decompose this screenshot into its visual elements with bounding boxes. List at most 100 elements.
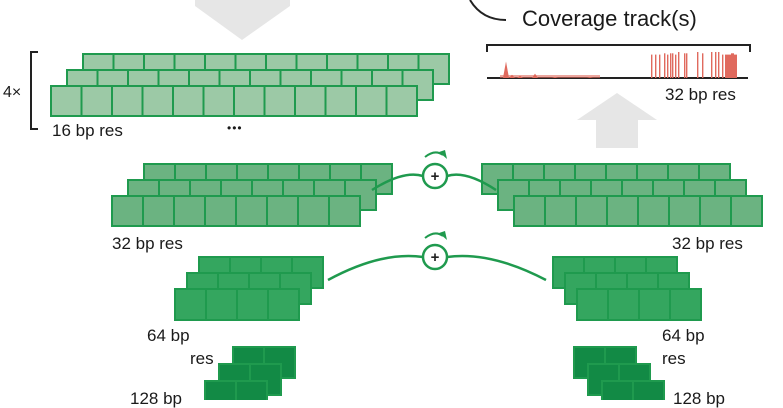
block-cell <box>601 380 634 400</box>
skip-connection-line <box>446 173 497 192</box>
block-cell <box>236 288 269 321</box>
block-cell <box>730 195 763 227</box>
res64-left-block-stack-layer <box>174 288 300 321</box>
down-arrow-icon <box>195 0 290 40</box>
res16-block-stack <box>50 53 450 117</box>
skip-connection-line <box>327 254 424 282</box>
coverage-peak <box>659 54 661 78</box>
block-cell <box>576 288 609 321</box>
block-cell <box>202 85 235 117</box>
block-cell <box>233 85 266 117</box>
coverage-peak <box>678 52 680 78</box>
add-node-icon <box>421 243 449 271</box>
block-cell <box>607 288 640 321</box>
coverage-peak <box>722 54 724 78</box>
block-cell <box>50 85 83 117</box>
res32-right-block-stack-layer <box>513 195 763 227</box>
res128-left-block-stack-layer <box>204 380 268 400</box>
block-cell <box>173 195 206 227</box>
res64-left-label-2: res <box>190 349 214 368</box>
track-bracket <box>486 44 751 52</box>
skip-connection-line <box>446 254 547 282</box>
coverage-peak <box>702 53 704 78</box>
block-cell <box>632 380 665 400</box>
res128-right-label: 128 bp <box>673 389 725 408</box>
block-cell <box>669 288 702 321</box>
res16-label: 16 bp res <box>52 121 123 140</box>
coverage-peak <box>718 52 720 78</box>
res64-right-label: 64 bp <box>662 326 705 345</box>
block-cell <box>204 195 237 227</box>
block-cell <box>297 195 330 227</box>
coverage-peak <box>725 54 728 78</box>
coverage-peak <box>731 53 734 78</box>
block-cell <box>205 288 238 321</box>
coverage-peak <box>672 53 674 78</box>
plus-icon: + <box>431 249 440 266</box>
res32-right-block-stack <box>481 163 763 227</box>
res64-right-label-2: res <box>662 349 686 368</box>
res128-right-block-stack-layer <box>601 380 665 400</box>
coverage-peak <box>670 53 672 78</box>
block-cell <box>111 195 144 227</box>
res128-left-block-stack <box>204 346 296 400</box>
block-cell <box>513 195 546 227</box>
block-cell <box>385 85 418 117</box>
block-cell <box>263 85 296 117</box>
block-cell <box>606 195 639 227</box>
ellipsis: ••• <box>227 121 243 135</box>
coverage-title: Coverage track(s) <box>522 6 697 31</box>
block-cell <box>142 195 175 227</box>
block-cell <box>267 288 300 321</box>
block-cell <box>324 85 357 117</box>
block-cell <box>638 288 671 321</box>
coverage-peak <box>655 54 657 78</box>
coverage-baseline-signal <box>500 75 600 78</box>
coverage-peak <box>664 53 666 78</box>
block-cell <box>668 195 701 227</box>
res32-left-block-stack-layer <box>111 195 361 227</box>
coverage-peak <box>667 54 669 78</box>
block-cell <box>235 195 268 227</box>
res64-left-label: 64 bp <box>147 326 190 345</box>
coverage-res-label: 32 bp res <box>665 85 736 104</box>
res64-left-block-stack <box>174 256 324 321</box>
repeat-bracket <box>30 51 38 130</box>
skip-connection-line <box>371 173 424 192</box>
block-cell <box>328 195 361 227</box>
coverage-peak <box>711 52 713 78</box>
res32-left-label: 32 bp res <box>112 234 183 253</box>
callout-curve <box>469 0 507 21</box>
arrowhead-icon <box>439 231 447 240</box>
repeat-label: 4× <box>3 84 22 101</box>
block-cell <box>204 380 237 400</box>
block-cell <box>172 85 205 117</box>
block-cell <box>294 85 327 117</box>
coverage-peak <box>715 52 717 78</box>
block-cell <box>575 195 608 227</box>
add-node-icon <box>421 162 449 190</box>
up-arrow-icon <box>577 93 657 148</box>
coverage-peak <box>697 52 699 78</box>
res32-right-label: 32 bp res <box>672 234 743 253</box>
block-cell <box>111 85 144 117</box>
plus-icon: + <box>431 168 440 185</box>
block-cell <box>355 85 388 117</box>
res16-block-stack-layer <box>50 85 418 117</box>
coverage-peak <box>686 53 688 78</box>
block-cell <box>235 380 268 400</box>
res128-left-label: 128 bp <box>130 389 182 408</box>
coverage-peak <box>728 54 731 78</box>
coverage-peak <box>675 54 677 78</box>
block-cell <box>699 195 732 227</box>
coverage-peak <box>734 54 737 78</box>
block-cell <box>174 288 207 321</box>
coverage-peak <box>503 61 509 78</box>
res64-right-block-stack <box>552 256 702 321</box>
res128-right-block-stack <box>573 346 665 400</box>
block-cell <box>637 195 670 227</box>
block-cell <box>544 195 577 227</box>
res32-left-block-stack <box>111 163 393 227</box>
coverage-peak <box>651 54 653 78</box>
